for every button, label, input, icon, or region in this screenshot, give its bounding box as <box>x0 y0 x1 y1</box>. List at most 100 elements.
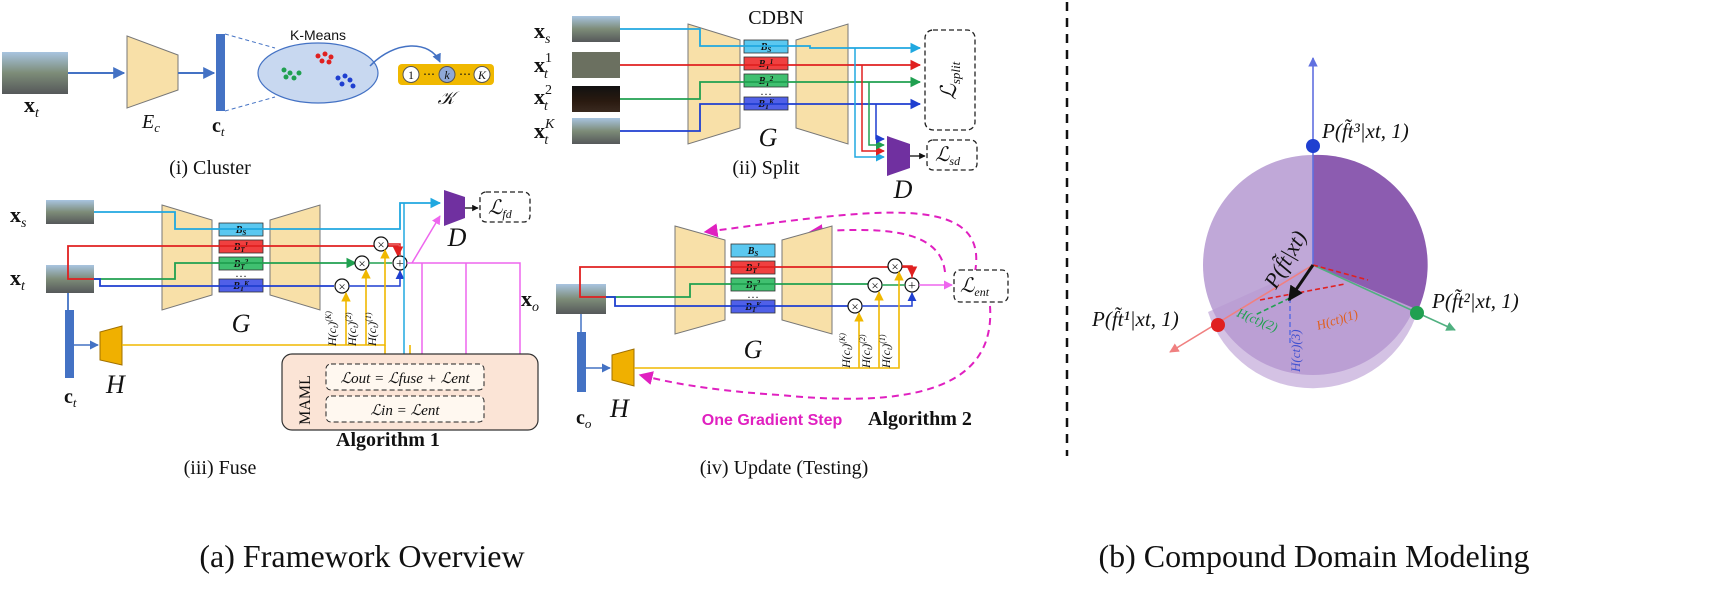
update-h-k: H(ct)(K) <box>838 333 854 369</box>
svg-text:×: × <box>871 278 878 293</box>
update-image-xo <box>556 284 606 314</box>
split-bn-t1 <box>743 56 789 71</box>
svg-text:×: × <box>891 259 898 274</box>
point-p1 <box>1211 318 1225 332</box>
fuse-fd-loss: ℒfd <box>488 197 513 221</box>
fuse-generator-encoder <box>161 204 213 311</box>
fuse-h-1: H(ct)(1) <box>364 312 380 347</box>
split-flow-xtk <box>620 98 922 132</box>
fuse-hypernet-h <box>99 325 123 366</box>
joint-probability-arrow <box>1287 264 1315 302</box>
cluster-set-label: 𝒦 <box>438 88 460 108</box>
gradient-step-label: One Gradient Step <box>702 412 843 429</box>
split-generator-encoder <box>687 23 741 145</box>
update-h-label: H <box>609 394 630 423</box>
loss-out-box <box>325 363 485 391</box>
split-loss-box <box>924 29 976 131</box>
cluster-points-green <box>281 67 302 81</box>
point-p2 <box>1410 306 1424 320</box>
fuse-h-2: H(ct)(2) <box>344 312 360 347</box>
svg-text:…: … <box>235 266 247 280</box>
update-generator-label: G <box>744 335 763 364</box>
update-xo-label: xo <box>521 286 539 315</box>
svg-text:BT2: BT2 <box>745 279 761 292</box>
split-image-xt1 <box>572 52 620 78</box>
update-co-label: co <box>576 407 592 431</box>
split-input-xs: xs <box>534 18 551 47</box>
update-h-2: H(ct)(2) <box>858 334 874 369</box>
svg-text:BTK: BTK <box>744 301 762 314</box>
svg-text:BT1: BT1 <box>745 262 760 275</box>
svg-text:⋯: ⋯ <box>423 67 435 81</box>
fuse-ct-label: ct <box>64 386 77 410</box>
ct-label: ct <box>212 115 225 139</box>
caption-split: (ii) Split <box>732 157 800 179</box>
axis-left <box>1169 264 1314 353</box>
svg-text:×: × <box>377 237 384 252</box>
svg-text:+: + <box>908 279 916 294</box>
split-image-xs <box>572 16 620 42</box>
update-ent-loss-box <box>953 269 1009 303</box>
fuse-discriminator <box>444 190 465 226</box>
fuse-disc-label: D <box>447 223 467 252</box>
split-flow-xs <box>620 28 922 54</box>
svg-text:⋯: ⋯ <box>459 67 471 81</box>
fuse-panel: xs xt BS BT1 BT2 … BTK × × × + <box>10 190 539 479</box>
fuse-image-xs <box>46 200 94 224</box>
update-h-1: H(ct)(1) <box>878 334 894 369</box>
encoder-ec <box>126 35 179 109</box>
fuse-xt-label: xt <box>10 265 26 294</box>
caption-update: (iv) Update (Testing) <box>700 457 869 479</box>
caption-cluster: (i) Cluster <box>169 157 251 179</box>
loss-in-formula: ℒin = ℒent <box>370 403 440 419</box>
ec-label: Ec <box>141 111 160 135</box>
label-h3: H(ct)(3) <box>1288 329 1303 373</box>
update-panel: xo BS BT1 BT2 … BTK × × × + ℒent H co <box>521 211 1009 479</box>
update-generator-decoder <box>781 225 833 335</box>
caption-fuse: (iii) Fuse <box>184 457 257 479</box>
sphere-dark-sector <box>1313 154 1428 310</box>
svg-text:…: … <box>747 287 759 301</box>
axis-right <box>1312 264 1456 331</box>
compound-domain-panel: P(f̃t³|xt, 1) P(f̃t²|xt, 1) P(f̃t¹|xt, 1… <box>1091 57 1519 389</box>
split-image-xt2 <box>572 86 620 112</box>
split-bn-t2 <box>743 73 789 88</box>
cluster-points-blue <box>335 73 356 89</box>
cluster-points-red <box>315 51 334 65</box>
update-generator-encoder <box>674 225 726 335</box>
svg-text:BT1: BT1 <box>233 241 248 254</box>
svg-text:×: × <box>851 299 858 314</box>
kmeans-cluster-ellipse <box>257 42 379 104</box>
split-discriminator <box>887 136 910 176</box>
input-image-xt <box>2 52 68 94</box>
split-generator-decoder <box>795 23 849 145</box>
split-sd-loss: ℒsd <box>935 144 961 168</box>
svg-text:×: × <box>358 256 365 271</box>
label-p2: P(f̃t²|xt, 1) <box>1431 289 1519 313</box>
maml-label: MAML <box>297 375 314 425</box>
fuse-xs-label: xs <box>10 202 27 231</box>
label-p3: P(f̃t³|xt, 1) <box>1321 119 1409 143</box>
caption-overview: (a) Framework Overview <box>199 538 524 574</box>
feature-ct <box>216 34 225 111</box>
split-generator-label: G <box>759 123 778 152</box>
cluster-panel: K-Means 1 ⋯ k ⋯ K 𝒦 xt Ec ct (i) Cluster <box>2 27 494 179</box>
gradient-arrow-top <box>703 211 978 273</box>
xt-label: xt <box>24 92 40 121</box>
svg-text:BS: BS <box>760 42 772 54</box>
svg-text:BT2: BT2 <box>233 258 249 271</box>
slot-first: 1 <box>408 68 414 82</box>
fuse-generator-label: G <box>232 309 251 338</box>
update-ent-loss: ℒent <box>960 275 990 299</box>
svg-text:BS: BS <box>747 246 759 258</box>
split-bn-ellipsis: … <box>760 84 772 98</box>
fuse-fd-loss-box <box>479 191 531 223</box>
point-p3 <box>1306 139 1320 153</box>
slot-mid: k <box>444 68 450 82</box>
label-p1: P(f̃t¹|xt, 1) <box>1091 307 1179 331</box>
update-co-feature <box>577 332 586 392</box>
